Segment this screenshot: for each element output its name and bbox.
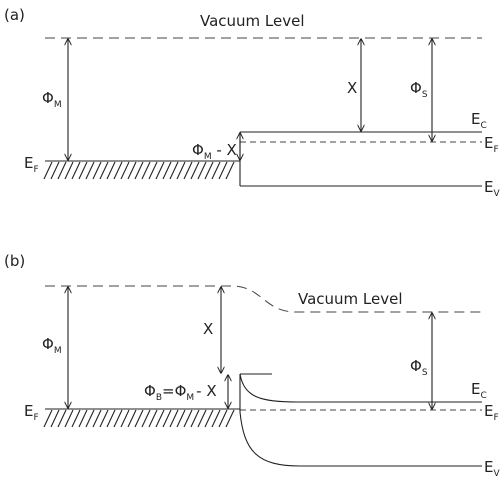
hatch-stroke <box>57 409 67 428</box>
conduction-band-line <box>239 373 482 403</box>
hatch-stroke <box>50 409 60 428</box>
panel-b-label: (b) <box>4 252 25 270</box>
metal-fermi-label: EF <box>24 402 39 423</box>
hatch-stroke <box>225 409 235 428</box>
hatch-stroke <box>225 161 235 180</box>
hatch-stroke <box>197 161 207 180</box>
barrier-label: ΦM - X <box>192 141 237 162</box>
hatch-stroke <box>85 409 95 428</box>
hatch-stroke <box>183 161 193 180</box>
hatch-stroke <box>169 161 179 180</box>
semiconductor-work-function-label: ΦS <box>410 357 428 378</box>
panel-a-label: (a) <box>4 6 25 24</box>
hatch-stroke <box>71 161 81 180</box>
hatch-stroke <box>85 161 95 180</box>
hatch-stroke <box>218 409 228 428</box>
hatch-stroke <box>155 161 165 180</box>
hatch-stroke <box>99 409 109 428</box>
hatch-stroke <box>127 409 137 428</box>
panel-b: (b) Vacuum Level EF ΦM X ΦB=ΦM- X ΦS EC … <box>4 252 500 479</box>
valence-band-label: EV <box>484 458 500 479</box>
hatch-stroke <box>134 409 144 428</box>
semiconductor-fermi-label: EF <box>484 402 499 423</box>
hatch-stroke <box>197 409 207 428</box>
hatch-stroke <box>64 409 74 428</box>
hatch-stroke <box>211 409 221 428</box>
metal-fermi-label: EF <box>24 154 39 175</box>
hatch-stroke <box>78 161 88 180</box>
hatch-stroke <box>148 409 158 428</box>
hatch-stroke <box>134 161 144 180</box>
panel-a: (a) Vacuum Level EF ΦM X ΦS ΦM - X EC EF… <box>4 6 500 199</box>
electron-affinity-label: X <box>203 320 213 338</box>
conduction-band-label: EC <box>471 110 487 131</box>
hatch-stroke <box>57 161 67 180</box>
hatch-stroke <box>78 409 88 428</box>
hatch-stroke <box>92 409 102 428</box>
hatch-stroke <box>176 409 186 428</box>
hatch-stroke <box>176 161 186 180</box>
hatch-stroke <box>106 161 116 180</box>
metal-work-function-label: ΦM <box>42 89 62 110</box>
hatch-stroke <box>106 409 116 428</box>
hatch-stroke <box>183 409 193 428</box>
hatch-stroke <box>155 409 165 428</box>
vacuum-level-label: Vacuum Level <box>200 12 305 30</box>
barrier-height-label: ΦB=ΦM- X <box>144 382 217 403</box>
hatch-stroke <box>127 161 137 180</box>
hatch-stroke <box>148 161 158 180</box>
hatch-stroke <box>190 161 200 180</box>
hatch-stroke <box>113 161 123 180</box>
hatch-stroke <box>92 161 102 180</box>
semiconductor-work-function-label: ΦS <box>410 79 428 100</box>
hatch-stroke <box>43 161 53 180</box>
hatch-stroke <box>141 161 151 180</box>
hatch-stroke <box>162 409 172 428</box>
hatch-stroke <box>204 409 214 428</box>
hatch-stroke <box>120 161 130 180</box>
hatch-stroke <box>113 409 123 428</box>
metal-hatching <box>43 409 235 428</box>
hatch-stroke <box>50 161 60 180</box>
hatch-stroke <box>64 161 74 180</box>
hatch-stroke <box>169 409 179 428</box>
metal-work-function-label: ΦM <box>42 335 62 356</box>
hatch-stroke <box>190 409 200 428</box>
hatch-stroke <box>218 161 228 180</box>
semiconductor-fermi-label: EF <box>484 134 499 155</box>
hatch-stroke <box>71 409 81 428</box>
metal-hatching <box>43 161 235 180</box>
hatch-stroke <box>120 409 130 428</box>
vacuum-level-label: Vacuum Level <box>298 290 403 308</box>
valence-band-line <box>239 374 482 467</box>
hatch-stroke <box>204 161 214 180</box>
hatch-stroke <box>99 161 109 180</box>
valence-band-label: EV <box>484 178 500 199</box>
hatch-stroke <box>162 161 172 180</box>
hatch-stroke <box>211 161 221 180</box>
hatch-stroke <box>141 409 151 428</box>
conduction-band-label: EC <box>471 380 487 401</box>
vacuum-level-line <box>45 285 482 313</box>
hatch-stroke <box>43 409 53 428</box>
electron-affinity-label: X <box>347 79 357 97</box>
